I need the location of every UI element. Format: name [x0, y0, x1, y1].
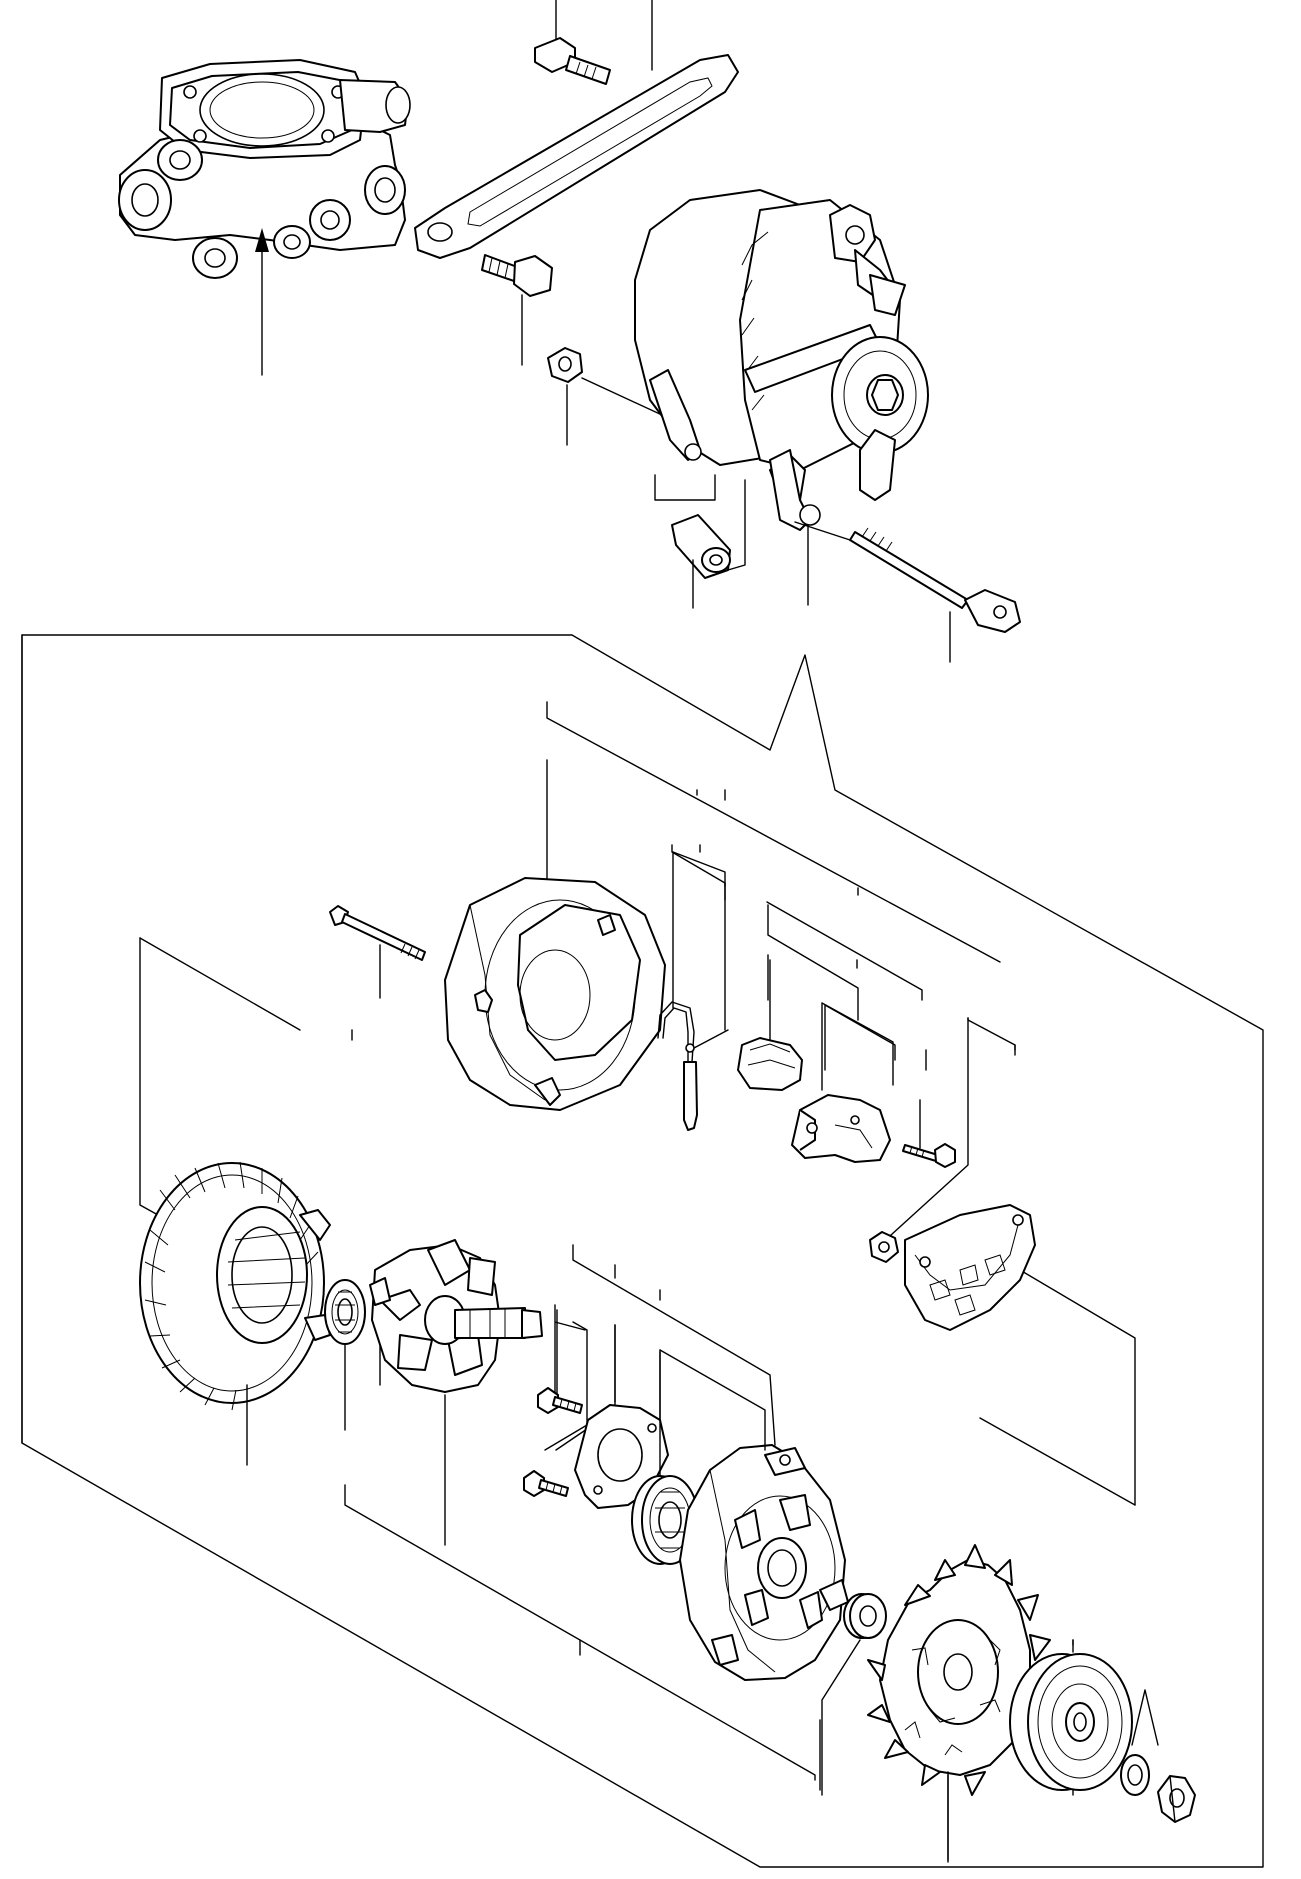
rectifier — [905, 1205, 1035, 1330]
retainer-screws — [524, 1305, 585, 1496]
exploded-view-frame — [22, 635, 1263, 1867]
rear-cover — [445, 878, 665, 1110]
stator — [140, 1162, 330, 1465]
spacer-collar — [655, 475, 745, 608]
regulator-ic — [792, 1003, 893, 1162]
pulley — [1010, 1640, 1132, 1790]
collar — [822, 1594, 886, 1795]
thermostat-housing — [119, 60, 410, 278]
front-housing — [660, 1350, 848, 1680]
spring-washer — [1121, 1755, 1149, 1795]
through-bolt — [330, 906, 425, 998]
small-nut — [870, 1232, 898, 1262]
bolt-mid — [482, 255, 552, 365]
top-leader-lines — [556, 0, 652, 70]
terminal-wire — [658, 845, 728, 1130]
adjusting-bar — [415, 55, 738, 258]
through-bolt-long — [795, 522, 1020, 662]
bolt-top — [535, 38, 610, 84]
pulley-nut — [1158, 1776, 1195, 1822]
rotor — [370, 1240, 542, 1545]
housing-arrow-leader — [255, 228, 269, 375]
brush-holder — [738, 960, 802, 1090]
alternator-assembly — [635, 190, 928, 530]
rear-bearing — [325, 1280, 365, 1430]
small-screw — [903, 1100, 955, 1167]
bushing-nut — [548, 348, 662, 445]
fan — [868, 1545, 1050, 1862]
front-bearing — [632, 1352, 698, 1564]
